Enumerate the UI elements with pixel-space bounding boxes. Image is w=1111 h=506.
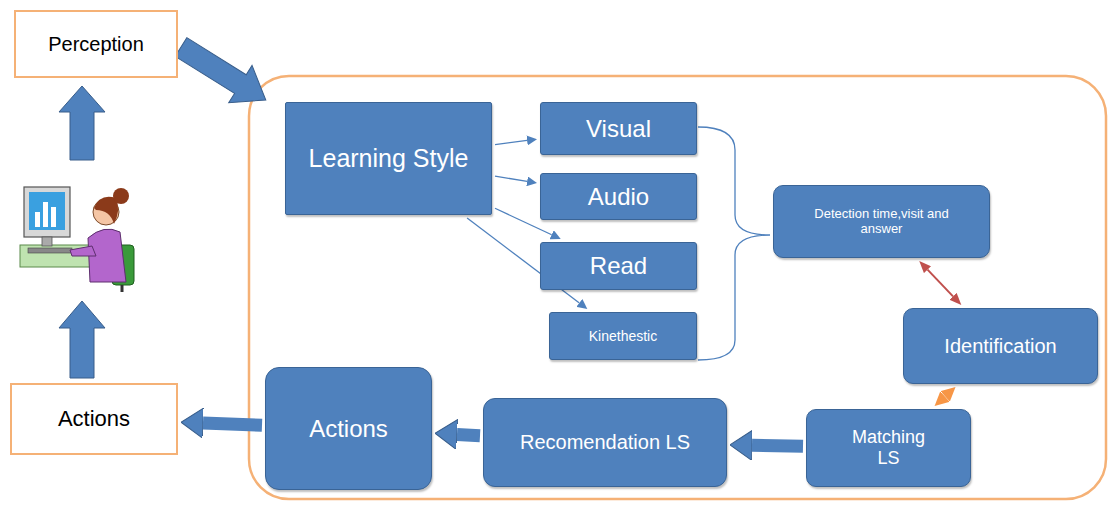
up-arrow (59, 301, 105, 378)
style-box: Visual (540, 102, 697, 155)
keyboard (28, 248, 72, 253)
system-outline (249, 76, 1106, 499)
connector-arrow (495, 176, 527, 181)
node-label: Read (590, 252, 647, 280)
process-box: Identification (903, 308, 1098, 384)
node-label: Visual (586, 115, 651, 143)
style-box: Read (540, 242, 697, 290)
connector-arrow (203, 423, 262, 425)
connector-arrow (457, 434, 480, 435)
block-arrows (59, 28, 277, 378)
action-box: Actions (265, 367, 432, 490)
style-box: Audio (540, 173, 697, 220)
node-label: Actions (58, 406, 130, 431)
grouping-brace (698, 127, 770, 360)
monitor (24, 187, 70, 237)
action-box: Actions (10, 383, 178, 455)
process-box: Recomendation LS (483, 398, 727, 487)
node-label: Detection time,visit and answer (807, 207, 957, 237)
connector-arrow (495, 140, 527, 144)
learning-style-box: Learning Style (285, 102, 492, 215)
up-arrow (59, 86, 105, 160)
connector-arrow (752, 439, 803, 453)
hair-bun (113, 188, 129, 204)
connector-arrow (928, 270, 953, 297)
node-label: Kinethestic (589, 328, 657, 344)
node-label: Identification (944, 335, 1056, 358)
process-box: Matching LS (806, 409, 971, 487)
user-at-computer (20, 187, 134, 292)
node-label: Audio (588, 183, 649, 211)
node-label: Matching LS (841, 427, 936, 468)
node-label: Recomendation LS (520, 431, 690, 454)
node-label: Actions (309, 415, 388, 443)
process-box: Detection time,visit and answer (773, 185, 990, 258)
node-label: Learning Style (309, 144, 469, 173)
connector-arrow (943, 394, 947, 398)
node-label: Perception (48, 33, 144, 56)
screen (29, 192, 65, 230)
perception-box: Perception (14, 10, 178, 78)
style-box: Kinethestic (549, 312, 697, 360)
perception-arrow (169, 28, 277, 118)
